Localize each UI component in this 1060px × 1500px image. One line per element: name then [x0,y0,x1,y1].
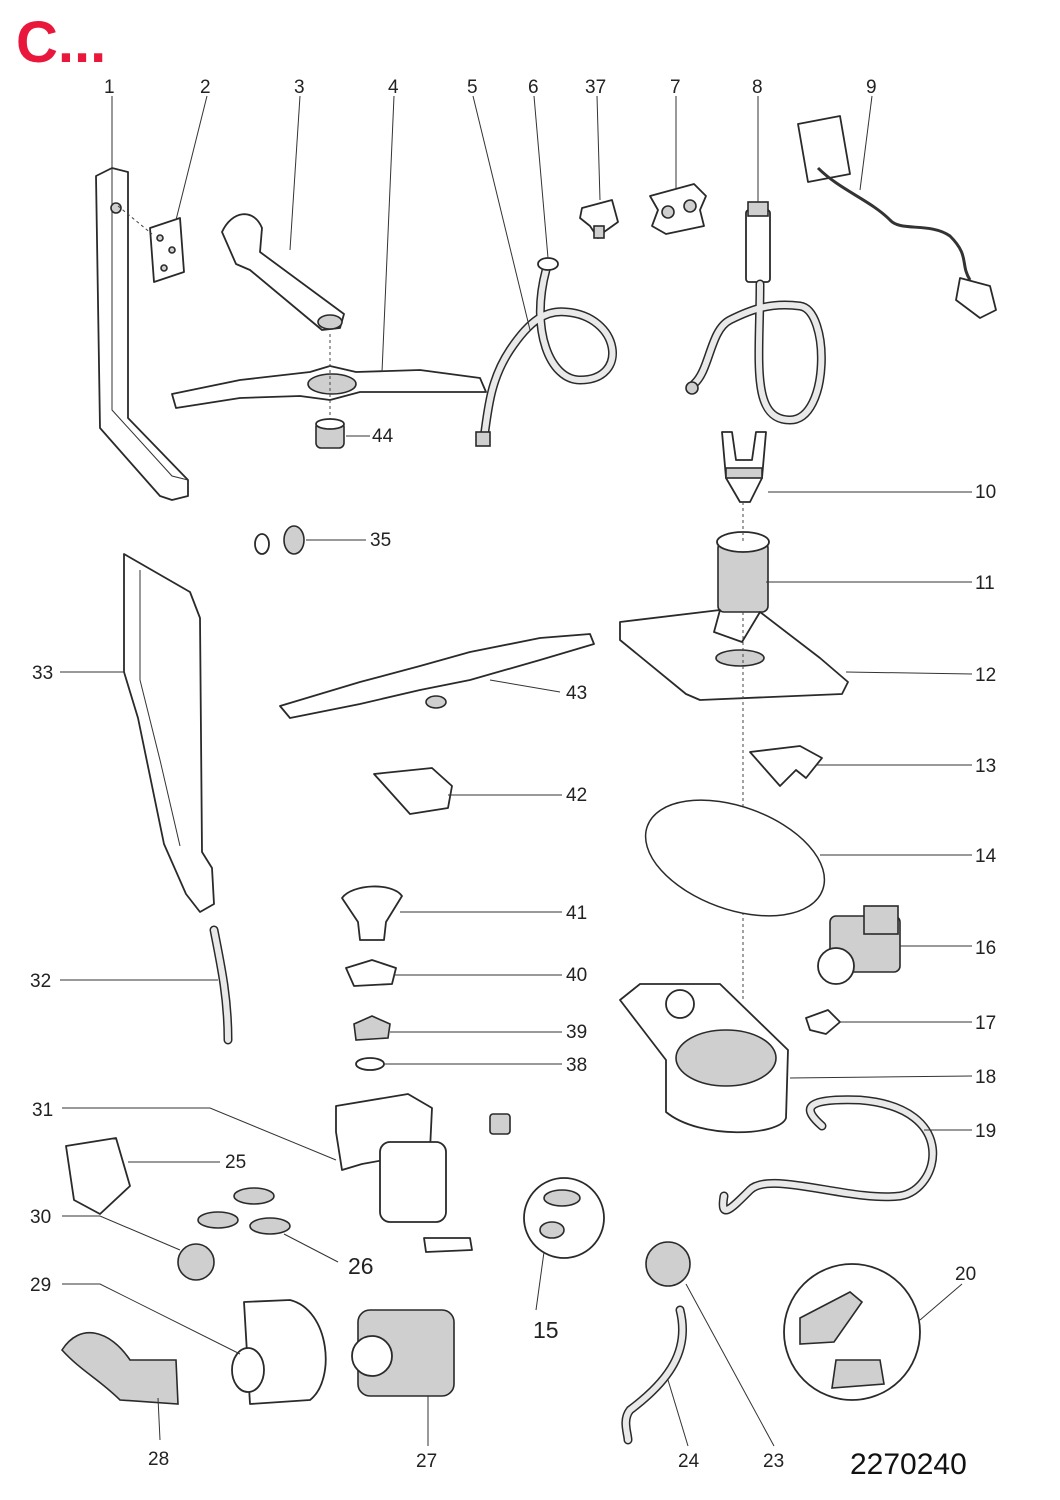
part-31-water-softener [335,1093,473,1253]
callout-39: 39 [566,1022,587,1043]
callout-29: 29 [30,1275,51,1296]
callout-33: 33 [32,663,53,684]
callout-44: 44 [372,426,394,447]
part-18-sump [619,983,789,1134]
part-19-drain-hose [718,1095,938,1215]
part-6-seal [537,257,559,271]
callout-13: 13 [975,756,996,777]
part-10-filter [721,431,767,503]
part-4-upper-spray-arm [171,334,487,420]
callout-23: 23 [763,1451,784,1472]
callout-10: 10 [975,482,996,503]
part-40-cap [345,959,397,987]
part-42-spray-arm-support [373,767,453,815]
callout-40: 40 [566,965,587,986]
part-14-gasket [644,799,826,917]
part-37-valve [579,199,619,239]
callout-32: 32 [30,971,51,992]
callout-30: 30 [30,1207,51,1228]
callout-14: 14 [975,846,997,867]
callout-42: 42 [566,785,587,806]
part-8-inlet-hose [685,201,826,425]
part-20-float-switch [783,1263,921,1401]
header-title: C... [16,10,106,75]
part-26-seals [197,1187,291,1235]
callout-41: 41 [566,903,587,924]
part-38-seal [355,1057,385,1071]
callout-26: 26 [348,1253,374,1279]
part-small-connector [489,1113,511,1135]
callout-9: 9 [866,77,877,98]
part-11-filter-housing [716,531,770,613]
callout-15: 15 [533,1317,559,1343]
callout-8: 8 [752,77,763,98]
callout-43: 43 [566,683,587,704]
part-5-hose [475,265,617,447]
part-3-spray-arm-supply [221,213,345,331]
callout-28: 28 [148,1449,169,1470]
callout-12: 12 [975,665,996,686]
part-23-cap [645,1241,691,1287]
part-30-ring [177,1243,215,1281]
callout-11: 11 [975,573,995,594]
part-1-vertical-duct [95,167,189,501]
callout-1: 1 [104,77,115,98]
callout-27: 27 [416,1451,437,1472]
callout-7: 7 [670,77,681,98]
callout-2: 2 [200,77,211,98]
callout-4: 4 [388,77,399,98]
part-27-wash-pump-motor [351,1309,455,1397]
part-33-side-panel [123,553,215,913]
part-28-elbow [60,1332,179,1405]
part-24-hose [621,1305,688,1445]
callout-24: 24 [678,1451,700,1472]
callout-6: 6 [528,77,539,98]
part-2-bracket [117,205,185,283]
callout-3: 3 [294,77,305,98]
part-44-nut [315,418,345,449]
leader-lines [60,95,973,1447]
callout-5: 5 [467,77,478,98]
callout-37: 37 [585,77,606,98]
part-16-circulation-pump [817,905,901,985]
part-29-drain-pump [231,1299,327,1405]
part-12-filter-plate [619,502,849,1000]
callout-31: 31 [32,1100,53,1121]
callout-35: 35 [370,530,391,551]
part-39-nut [353,1015,391,1041]
callout-25: 25 [225,1152,246,1173]
callout-numbers: 1 2 3 4 5 6 37 7 8 9 44 10 11 12 13 14 1… [30,77,997,1472]
part-9-power-cable [797,115,997,319]
part-41-funnel [341,885,403,941]
part-7-clip [649,183,707,235]
part-35-ring-and-gear [254,525,305,555]
callout-18: 18 [975,1067,996,1088]
callout-20: 20 [955,1264,976,1285]
part-17-cap [805,1009,841,1035]
callout-38: 38 [566,1055,587,1076]
part-25-heater [65,1137,131,1215]
drawing-number: 2270240 [850,1448,967,1481]
callout-17: 17 [975,1013,996,1034]
part-15-valve [523,1177,605,1259]
part-32-hose [209,925,233,1045]
callout-19: 19 [975,1121,996,1142]
part-43-lower-spray-arm [279,633,595,719]
part-13-clip [749,745,823,787]
callout-16: 16 [975,938,996,959]
